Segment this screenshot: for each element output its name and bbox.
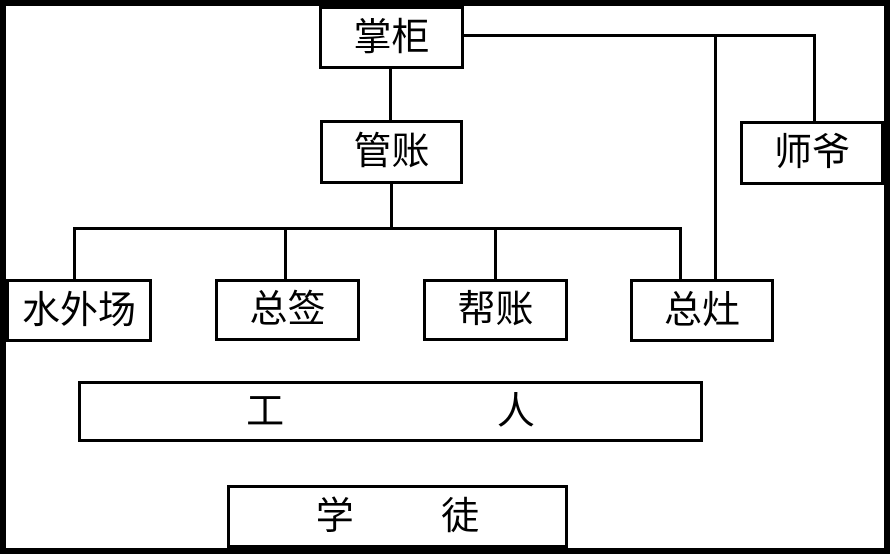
- node-zongzao: 总灶: [630, 279, 774, 342]
- node-shuiwaichang-label: 水外场: [21, 289, 136, 332]
- node-shiye-label: 师爷: [773, 132, 850, 174]
- connector-drop-zongzao-long: [714, 34, 717, 279]
- connector-drop-zongqian: [284, 227, 287, 279]
- node-gongren-label: 工人: [246, 390, 748, 433]
- node-bangzhang: 帮账: [423, 279, 568, 341]
- node-zongqian-label: 总签: [249, 289, 326, 331]
- connector-distribution-horizontal: [73, 227, 682, 230]
- node-shuiwaichang: 水外场: [6, 279, 152, 342]
- connector-top-horizontal: [463, 34, 816, 37]
- node-bangzhang-label: 帮账: [457, 289, 534, 331]
- connector-drop-shiye: [813, 34, 816, 121]
- connector-drop-bangzhang: [494, 227, 497, 279]
- node-shiye: 师爷: [740, 121, 884, 185]
- connector-drop-shuiwaichang: [73, 227, 76, 279]
- connector-drop-zongzao: [679, 227, 682, 279]
- node-xuetu-label: 学徒: [315, 495, 567, 538]
- node-gongren: 工人: [78, 381, 703, 442]
- node-zhanggui-label: 掌柜: [353, 16, 430, 59]
- connector-guanzhang-stub: [390, 184, 393, 227]
- node-guanzhang-label: 管账: [353, 131, 430, 173]
- connector-zhanggui-guanzhang: [389, 69, 392, 120]
- node-xuetu: 学徒: [227, 485, 568, 548]
- node-zongzao-label: 总灶: [663, 289, 740, 332]
- node-zhanggui: 掌柜: [319, 6, 464, 69]
- node-guanzhang: 管账: [320, 120, 463, 184]
- node-zongqian: 总签: [215, 279, 360, 341]
